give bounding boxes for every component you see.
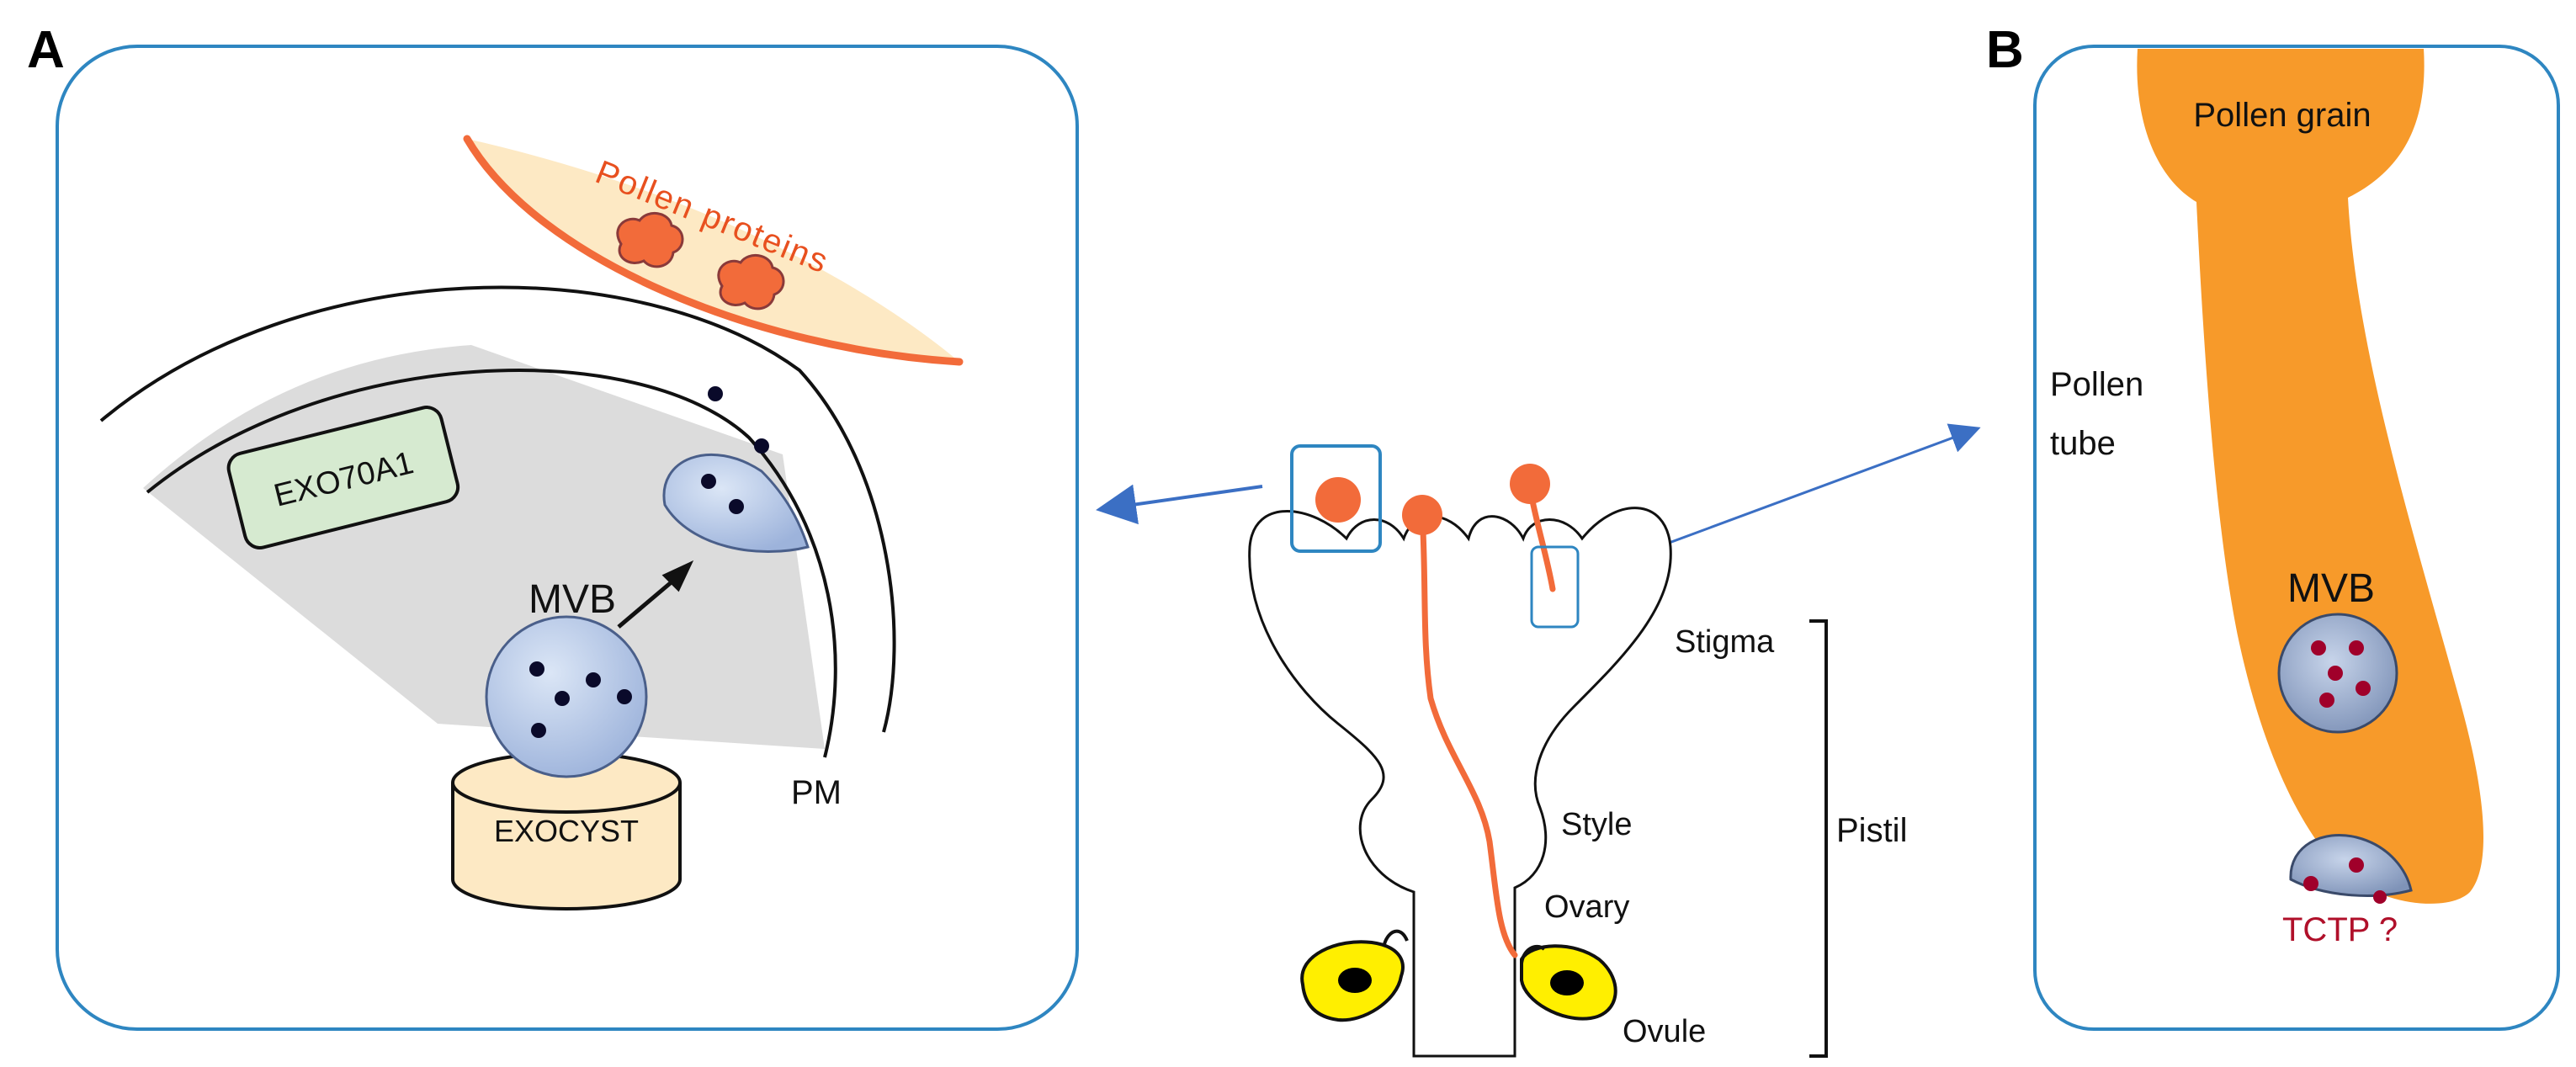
pistil-label: Pistil [1836,812,1907,849]
cargo-dot [555,691,570,706]
cargo-dot [701,474,716,489]
zoom-box-a [1290,444,1382,553]
tctp-cargo-dot [2328,666,2343,681]
zoom-arrow-to-a [1096,484,1263,525]
tctp-cargo-dot [2303,876,2318,891]
pollen-tube-label-line1: Pollen [2050,366,2143,403]
pistil-drawing: Stigma Style Ovary Ovule Pistil [1096,423,1981,1058]
pollen-grain-on-stigma [1315,477,1361,523]
style-label: Style [1561,807,1632,842]
exo70a1-box [226,406,460,549]
pollen-coat [467,139,959,362]
pistil-bracket [1809,619,1828,1058]
ovary-label: Ovary [1544,889,1629,925]
transport-arrow-head [661,560,694,592]
pollen-tube-in-style [1419,510,1518,958]
pistil-outline [1248,507,1672,1058]
pollen-grain-on-stigma [1402,495,1442,535]
cell-wall-outer [99,285,896,733]
pollen-grain-and-tube [2137,49,2484,904]
tctp-secreted-dot [2373,890,2387,904]
tctp-cargo-dot [2319,693,2334,708]
ovule-right [1520,944,1617,1021]
pollen-protein-blob [616,212,684,268]
tctp-cargo-dot [2356,681,2371,696]
cargo-dot [708,386,723,401]
stigma-label: Stigma [1675,624,1775,660]
mvb-label: MVB [528,577,616,622]
cargo-dot [754,438,769,454]
panel-b: B Pollen grain Pollen tube MVB TCTP ? [1986,21,2560,1031]
mvb-label-b: MVB [2287,566,2375,611]
ovule-label: Ovule [1623,1014,1706,1049]
cargo-dot [729,499,744,514]
cargo-dot [529,661,544,677]
tctp-cargo-dot [2349,857,2364,873]
exocyst-label: EXOCYST [494,814,639,848]
cargo-dot [586,672,601,687]
pollen-tube-label-line2: tube [2050,425,2116,462]
panel-a-letter: A [27,21,65,79]
ovule-left [1300,929,1409,1022]
tctp-cargo-dot [2349,640,2364,656]
pollen-grain-on-stigma [1510,464,1550,504]
pm-label: PM [791,774,842,811]
pollen-protein-blob [717,254,785,311]
transport-arrow-shaft [617,579,675,629]
cargo-dot [617,689,632,704]
exocyst-cylinder-body [451,783,682,910]
plasma-membrane [146,369,837,758]
zoom-box-b [1530,545,1580,629]
tctp-cargo-dot [2311,640,2326,656]
panel-a: A Pollen proteins EXO70A1 EXOCYST [27,21,1079,1031]
panel-b-letter: B [1986,21,2024,79]
tctp-label: TCTP ? [2282,911,2398,948]
pollen-grain-label: Pollen grain [2193,97,2371,134]
cargo-dot [531,723,546,738]
pollen-coat-edge [463,135,964,366]
